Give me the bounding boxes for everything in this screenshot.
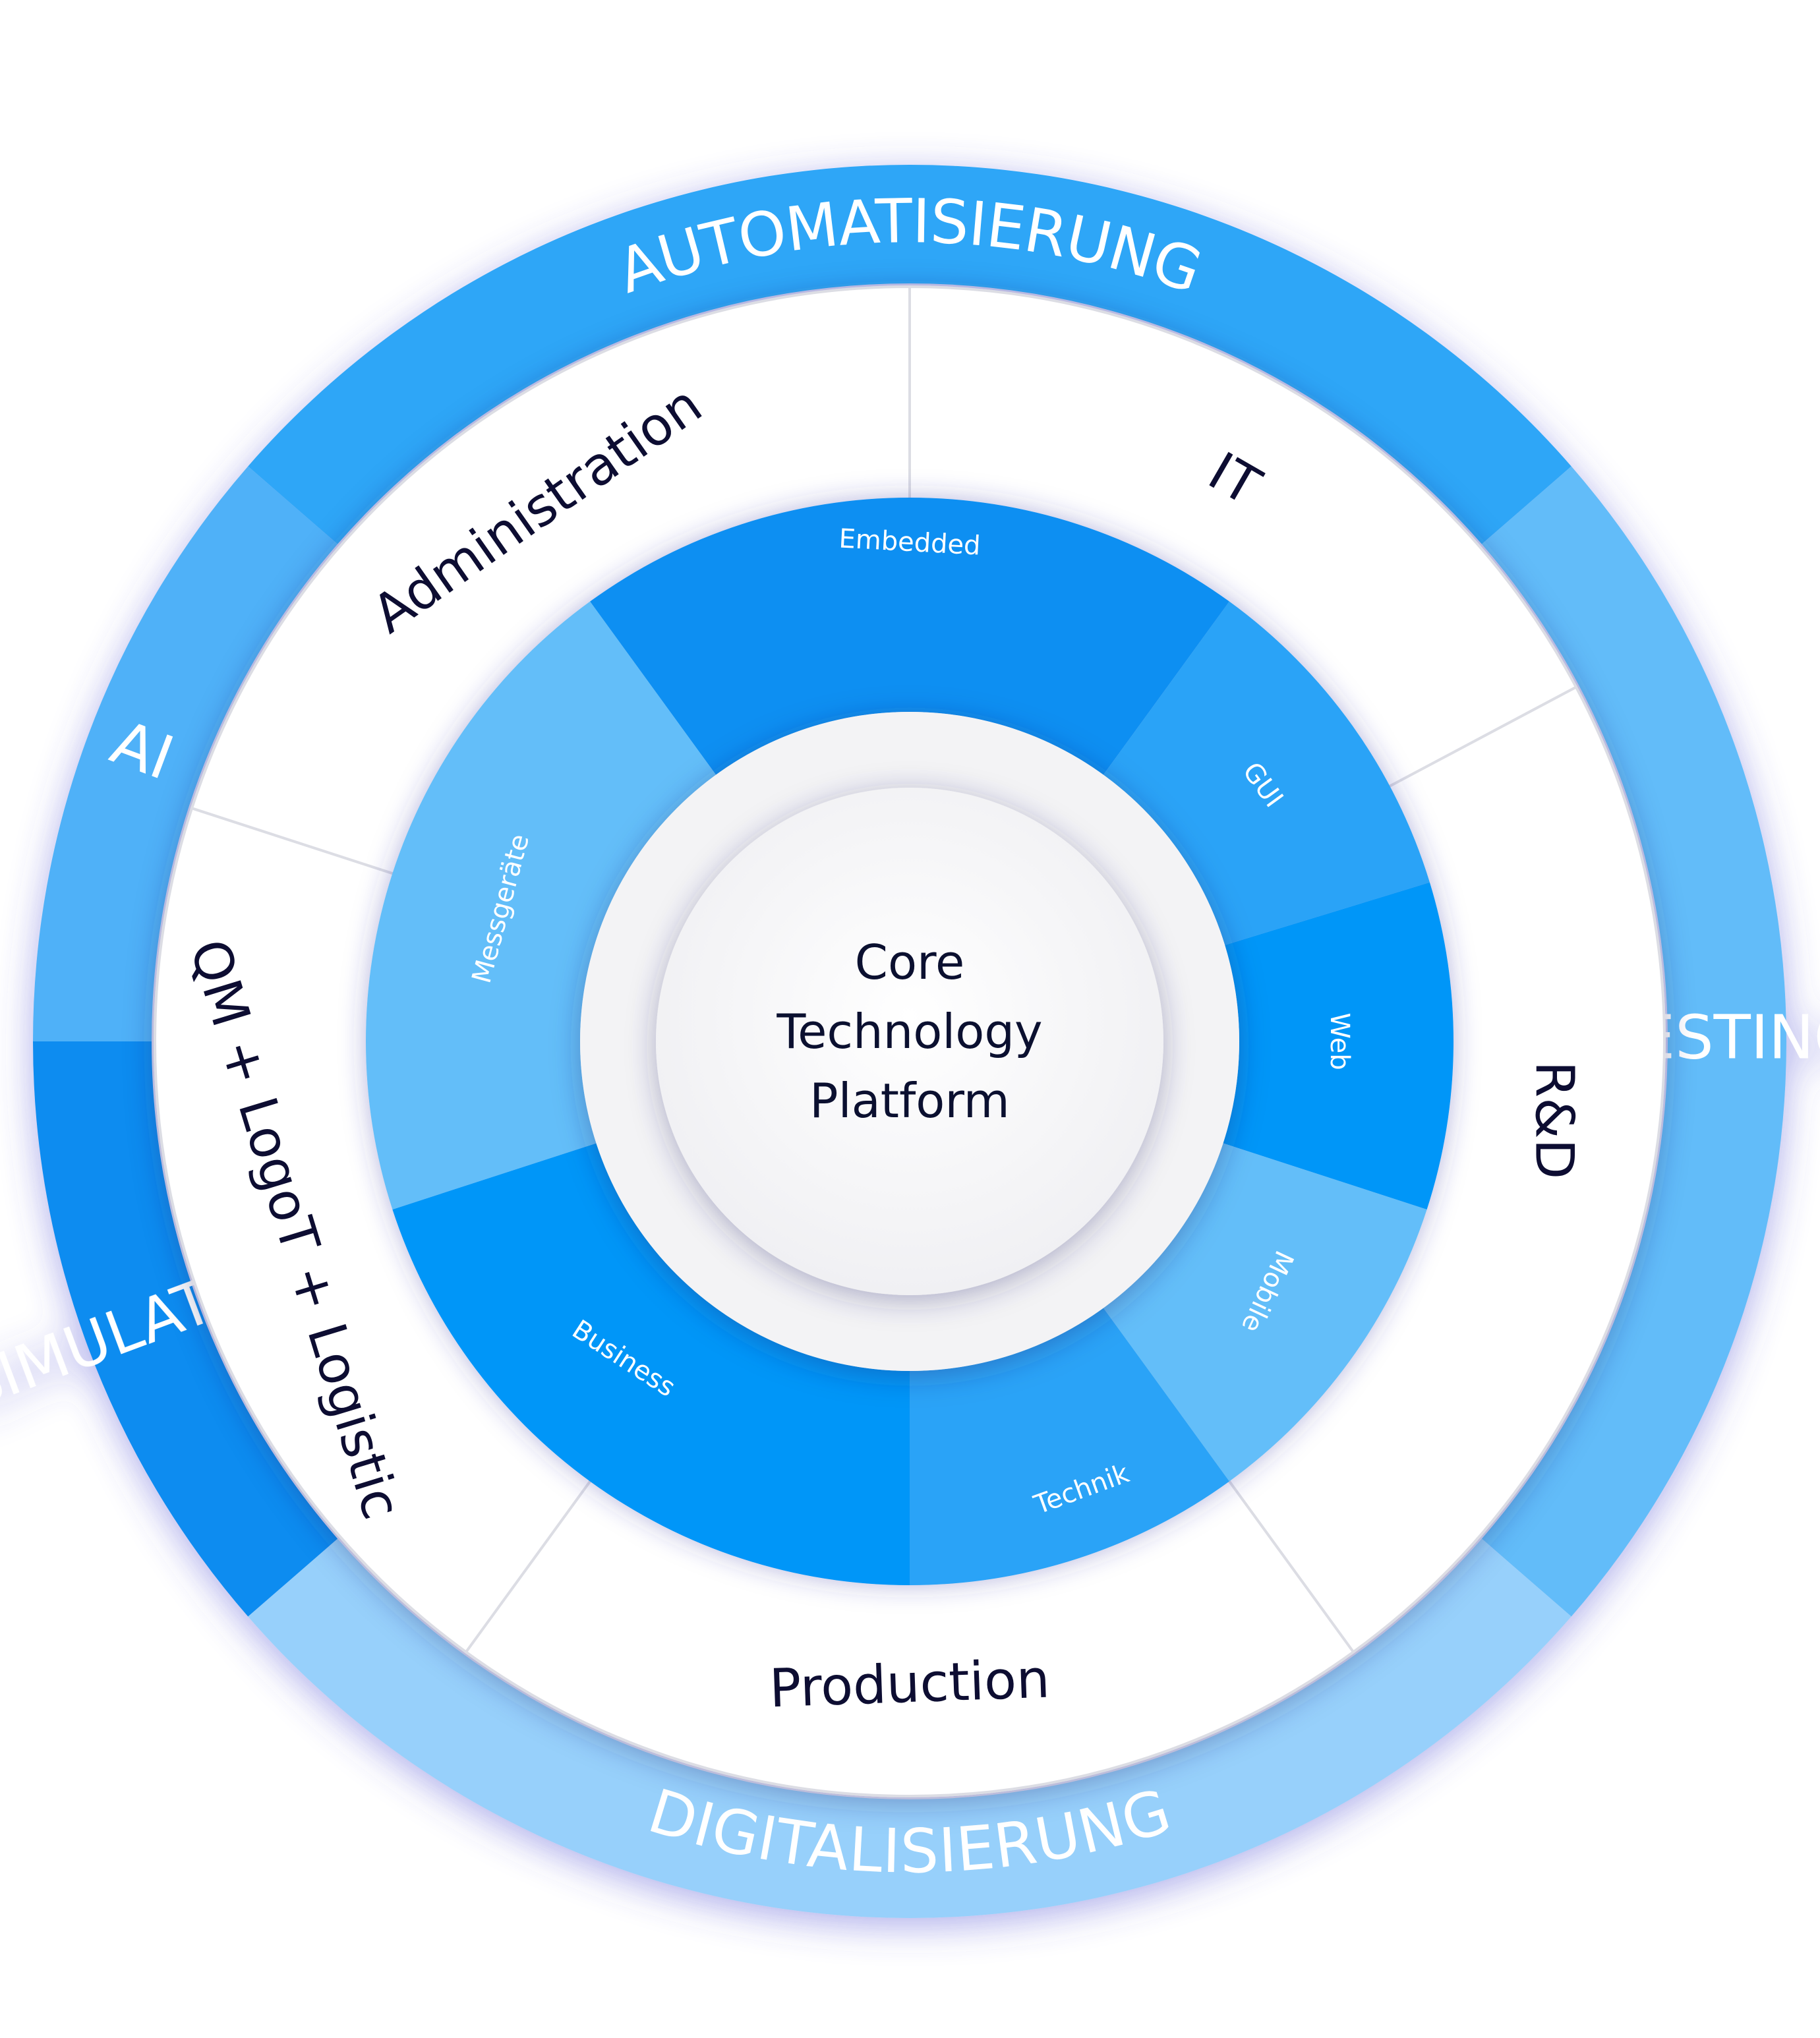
- core-title-line-3: Platform: [809, 1073, 1010, 1128]
- outer-segment-digitalisierung: [248, 1538, 1571, 1918]
- core-title: Core Technology Platform: [776, 935, 1042, 1128]
- inner-segment-embedded: [590, 498, 1229, 775]
- inner-ring: EmbeddedGUIWebMobileTechnikBusinessMessg…: [366, 498, 1453, 1585]
- inner-label-embedded: Embedded: [838, 523, 982, 561]
- inner-segment-technik: [910, 1308, 1229, 1585]
- inner-segment-gui: [1103, 601, 1430, 945]
- middle-label-r-d: R&D: [1524, 1061, 1585, 1180]
- inner-label-web: Web: [1324, 1012, 1355, 1070]
- outer-segment-testing: [1481, 466, 1786, 1617]
- core-title-line-1: Core: [855, 935, 965, 990]
- inner-segment-business: [392, 1143, 910, 1585]
- outer-segment-automatisierung: [248, 165, 1571, 544]
- core-circle: [656, 788, 1163, 1295]
- core-title-line-2: Technology: [776, 1004, 1042, 1059]
- inner-segment-web: [1223, 882, 1453, 1209]
- middle-label-production: Production: [769, 1648, 1051, 1720]
- inner-segment-mobile: [1103, 1143, 1427, 1482]
- outer-segment-ai: [33, 466, 338, 1041]
- outer-segment-simulation: [33, 1041, 338, 1617]
- inner-segment-messger-te: [366, 601, 717, 1209]
